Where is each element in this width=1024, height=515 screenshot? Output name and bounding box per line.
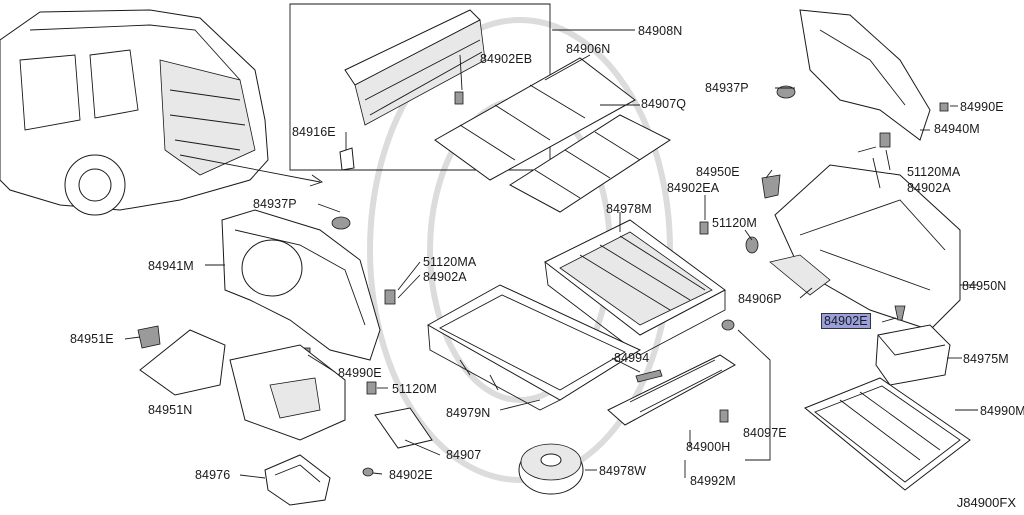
sill-plate xyxy=(607,319,736,426)
part-label-84937p-top: 84937P xyxy=(705,81,749,95)
lower-side-trim xyxy=(745,164,961,331)
under-floor-box xyxy=(264,454,374,506)
part-label-84992m: 84992M xyxy=(690,474,736,488)
floor-box xyxy=(544,219,726,356)
part-label-84990m: 84990M xyxy=(980,404,1024,418)
part-label-84940m: 84940M xyxy=(934,122,980,136)
part-label-84937p-mid: 84937P xyxy=(253,197,297,211)
part-label-51120m-mid: 51120M xyxy=(392,382,437,396)
part-label-84906n: 84906N xyxy=(566,42,611,56)
part-label-84994: 84994 xyxy=(614,351,650,365)
part-label-84902a-mid: 84902A xyxy=(423,270,467,284)
part-label-84951n: 84951N xyxy=(148,403,193,417)
floor-tray xyxy=(426,284,642,411)
lower-left-trim xyxy=(137,325,433,449)
part-label-84902e-bottom: 84902E xyxy=(389,468,433,482)
part-label-84902eb: 84902EB xyxy=(480,52,533,66)
diagram-code: J84900FX xyxy=(956,495,1016,510)
vehicle-illustration xyxy=(0,9,323,216)
part-label-84976: 84976 xyxy=(195,468,231,482)
part-label-84916e: 84916E xyxy=(292,125,336,139)
part-label-51120m-right: 51120M xyxy=(712,216,757,230)
part-label-84907q: 84907Q xyxy=(641,97,687,111)
part-label-84950n: 84950N xyxy=(962,279,1007,293)
parcel-shelf-group xyxy=(289,3,672,213)
part-label-84908n: 84908N xyxy=(638,24,683,38)
part-label-84902e-highlighted: 84902E xyxy=(821,313,871,329)
leader-lines xyxy=(124,29,978,479)
upper-side-trim xyxy=(776,9,949,153)
part-label-84990e-top: 84990E xyxy=(960,100,1004,114)
part-label-84941m: 84941M xyxy=(148,259,194,273)
part-label-84975m: 84975M xyxy=(963,352,1009,366)
part-label-84097e: 84097E xyxy=(743,426,787,440)
part-label-84906p: 84906P xyxy=(738,292,782,306)
side-box xyxy=(875,305,951,386)
spare-tire-cover xyxy=(518,443,584,495)
left-side-trim xyxy=(221,209,396,361)
part-label-84900h: 84900H xyxy=(686,440,731,454)
luggage-tray xyxy=(804,377,971,491)
part-label-84951e: 84951E xyxy=(70,332,114,346)
part-label-84978w: 84978W xyxy=(599,464,647,478)
part-label-84978m: 84978M xyxy=(606,202,652,216)
part-label-84950e: 84950E xyxy=(696,165,740,179)
part-label-51120ma-right: 51120MA xyxy=(907,165,961,179)
part-label-84979n: 84979N xyxy=(446,406,491,420)
part-label-51120ma-mid: 51120MA xyxy=(423,255,477,269)
part-label-84902ea: 84902EA xyxy=(667,181,720,195)
part-label-84990e-mid: 84990E xyxy=(338,366,382,380)
part-label-84902a-right: 84902A xyxy=(907,181,951,195)
part-label-84907: 84907 xyxy=(446,448,482,462)
